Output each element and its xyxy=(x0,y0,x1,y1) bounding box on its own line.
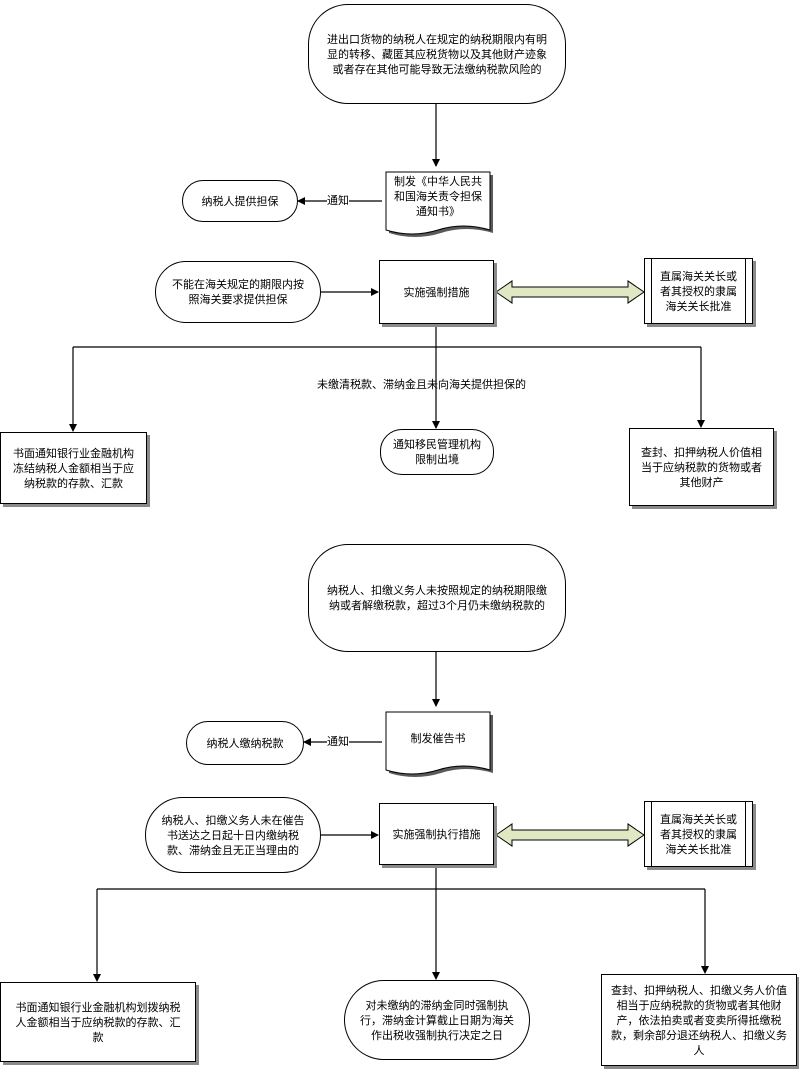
left-result-node-2: 书面通知银行业金融机构划拨纳税人金额相当于应纳税款的存款、汇款 xyxy=(0,982,196,1062)
start-node-1: 进出口货物的纳税人在规定的纳税期限内有明显的转移、藏匿其应税货物以及其他财产迹象… xyxy=(308,4,566,104)
notify-label-1: 通知 xyxy=(327,194,349,208)
left-result-node-1: 书面通知银行业金融机构冻结纳税人金额相当于应纳税款的存款、汇款 xyxy=(0,432,147,504)
enforce-node-1: 实施强制措施 xyxy=(379,260,494,324)
start-node-2: 纳税人、扣缴义务人未按照规定的纳税期限缴纳或者解缴税款，超过3个月仍未缴纳税款的 xyxy=(308,544,566,652)
doc-node-1: 制发《中华人民共和国海关责令担保通知书》 xyxy=(394,175,482,218)
approval-node-1: 直属海关关长或者其授权的隶属海关关长批准 xyxy=(644,258,753,324)
notify-label-2: 通知 xyxy=(327,735,349,749)
condition-node-2: 纳税人、扣缴义务人未在催告书送达之日起十日内缴纳税款、滞纳金且无正当理由的 xyxy=(145,797,321,873)
right-result-node-2: 查封、扣押纳税人、扣缴义务人价值相当于应纳税款的货物或者其他财产，依法拍卖或者变… xyxy=(601,974,797,1066)
enforce-node-2: 实施强制执行措施 xyxy=(379,803,494,865)
middle-result-node-1: 通知移民管理机构限制出境 xyxy=(380,429,494,475)
provide-guarantee-node: 纳税人提供担保 xyxy=(182,180,298,222)
double-arrow-enforce-approval-1 xyxy=(495,280,645,304)
double-arrow-enforce-approval-2 xyxy=(495,823,645,847)
middle-result-node-2: 对未缴纳的滞纳金同时强制执行，滞纳金计算截止日期为海关作出税收强制执行决定之日 xyxy=(344,980,530,1060)
condition-node-1: 不能在海关规定的期限内按照海关要求提供担保 xyxy=(155,261,321,323)
right-result-node-1: 查封、扣押纳税人价值相当于应纳税款的货物或者其他财产 xyxy=(629,428,774,506)
pay-tax-node: 纳税人缴纳税款 xyxy=(186,721,304,765)
approval-node-2: 直属海关关长或者其授权的隶属海关关长批准 xyxy=(644,801,753,867)
branch-label-1: 未缴清税款、滞纳金且未向海关提供担保的 xyxy=(317,378,526,391)
doc-node-2: 制发催告书 xyxy=(410,731,466,745)
